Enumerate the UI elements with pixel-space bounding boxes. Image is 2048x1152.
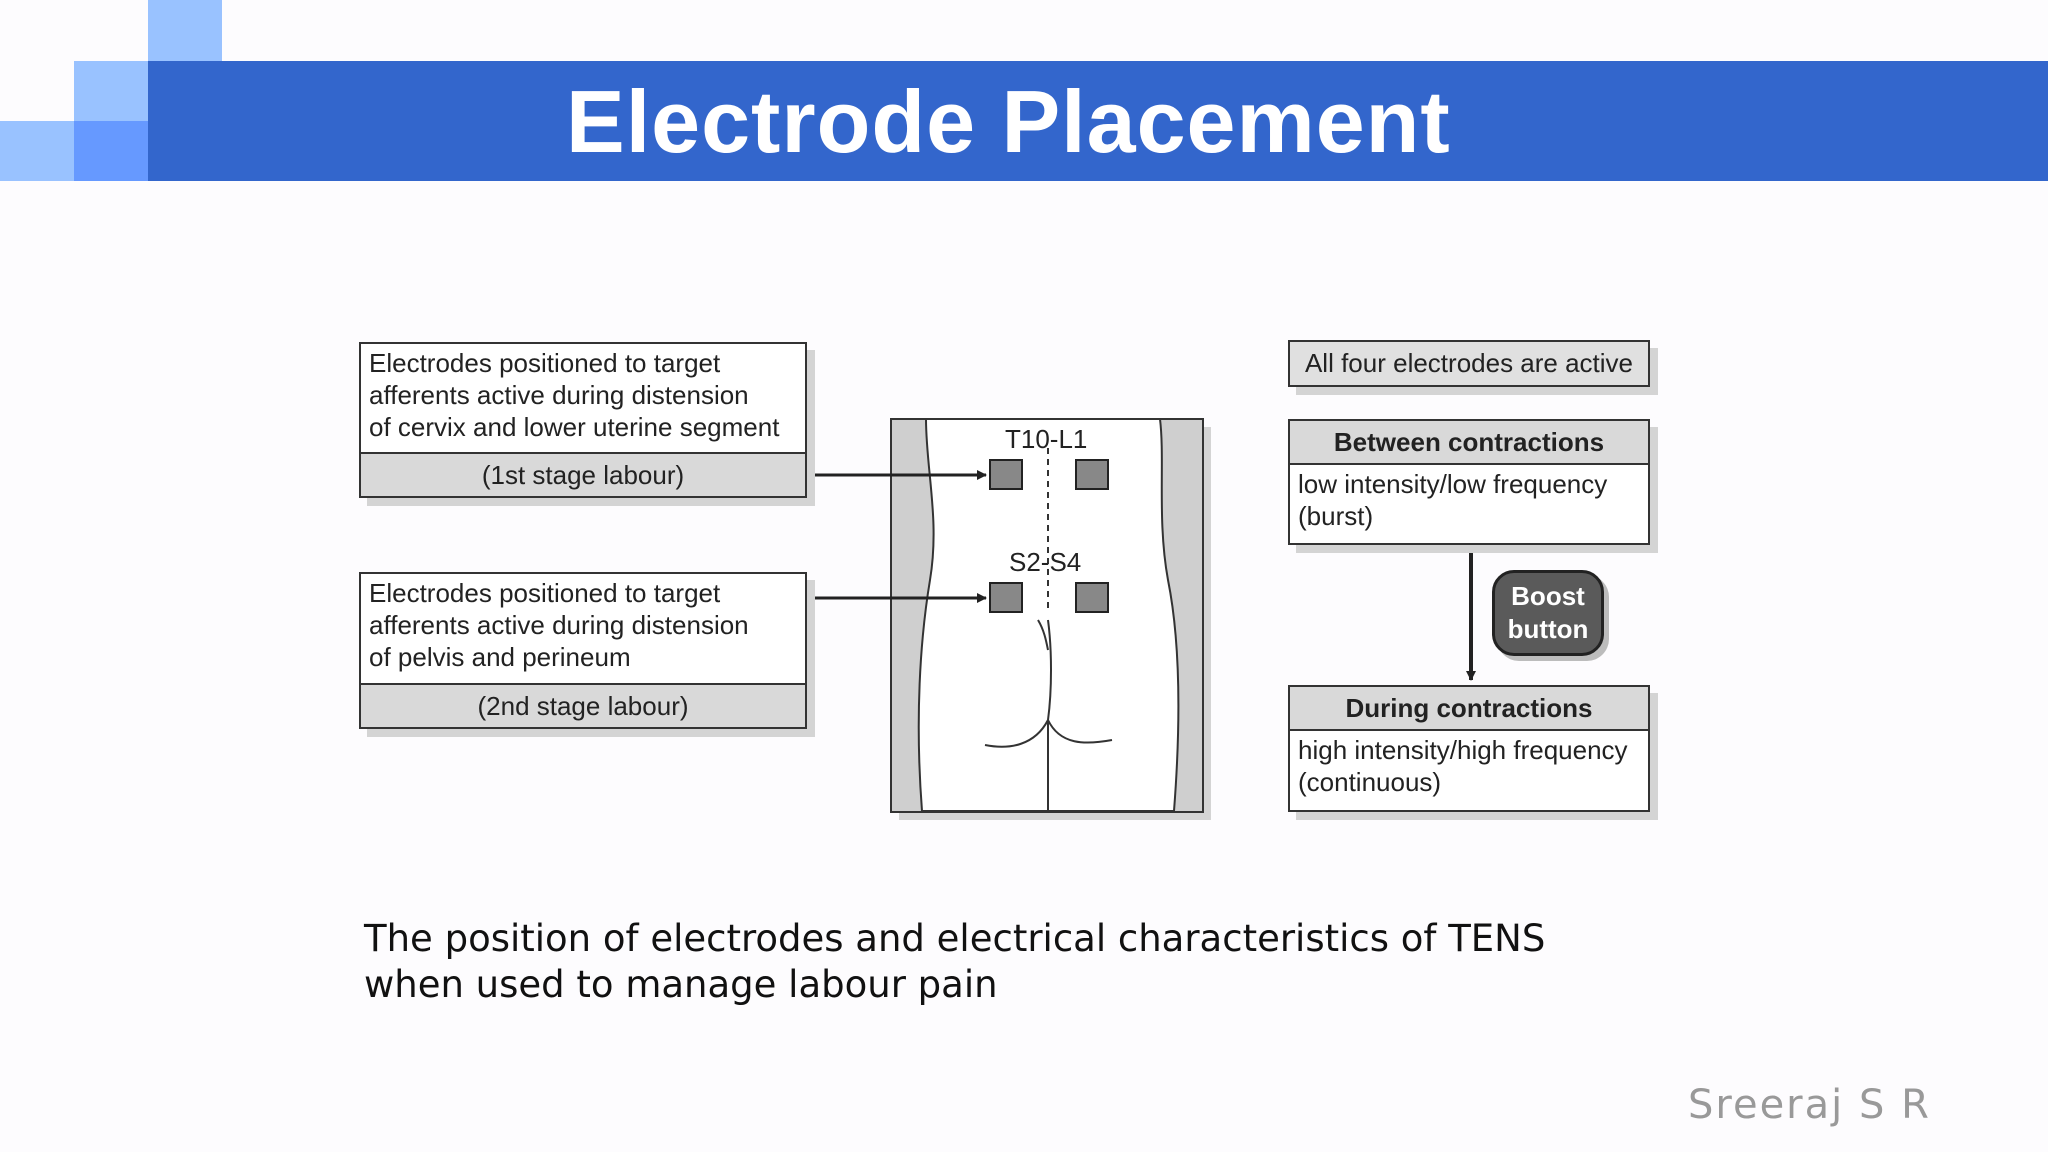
active-note-box: All four electrodes are active	[1288, 340, 1650, 387]
electrode-lower-right	[1075, 582, 1109, 613]
between-contractions-header: Between contractions	[1290, 421, 1648, 465]
slide-title: Electrode Placement	[566, 72, 1451, 171]
second-stage-line2: afferents active during distension	[369, 610, 749, 640]
second-stage-line3: of pelvis and perineum	[369, 642, 631, 672]
during-contractions-header: During contractions	[1290, 687, 1648, 731]
left-buttock-line	[984, 719, 1049, 748]
caption-line2: when used to manage labour pain	[364, 963, 998, 1006]
cleft-line	[1047, 619, 1052, 721]
boost-line1: Boost	[1511, 581, 1585, 611]
during-line2: (continuous)	[1298, 767, 1442, 797]
electrode-lower-left	[989, 582, 1023, 613]
right-buttock-line	[1047, 719, 1113, 744]
between-contractions-box: Between contractions low intensity/low f…	[1288, 419, 1650, 545]
boost-line2: button	[1507, 614, 1589, 644]
label-t10-l1: T10-L1	[1005, 424, 1088, 454]
electrode-upper-left	[989, 459, 1023, 490]
corner-square-top	[148, 0, 222, 61]
during-contractions-box: During contractions high intensity/high …	[1288, 685, 1650, 812]
label-s2-s4: S2-S4	[1009, 547, 1082, 577]
corner-square-mid-left	[74, 61, 148, 121]
first-stage-box: Electrodes positioned to target afferent…	[359, 342, 807, 498]
first-stage-line2: afferents active during distension	[369, 380, 749, 410]
boost-button: Boost button	[1492, 570, 1604, 656]
corner-square-low-right	[74, 121, 148, 181]
corner-square-low-left	[0, 121, 74, 181]
title-bar	[148, 61, 2048, 181]
torso-outline	[917, 418, 1180, 812]
between-line1: low intensity/low frequency	[1298, 469, 1608, 499]
second-stage-box: Electrodes positioned to target afferent…	[359, 572, 807, 729]
caption: The position of electrodes and electrica…	[364, 916, 1664, 1008]
second-stage-label: (2nd stage labour)	[361, 683, 805, 727]
first-stage-line1: Electrodes positioned to target	[369, 348, 721, 378]
second-stage-line1: Electrodes positioned to target	[369, 578, 721, 608]
electrode-upper-right	[1075, 459, 1109, 490]
first-stage-label: (1st stage labour)	[361, 452, 805, 496]
caption-line1: The position of electrodes and electrica…	[364, 917, 1546, 960]
first-stage-line3: of cervix and lower uterine segment	[369, 412, 780, 442]
during-line1: high intensity/high frequency	[1298, 735, 1628, 765]
between-line2: (burst)	[1298, 501, 1374, 531]
author-credit: Sreeraj S R	[1688, 1082, 1931, 1128]
